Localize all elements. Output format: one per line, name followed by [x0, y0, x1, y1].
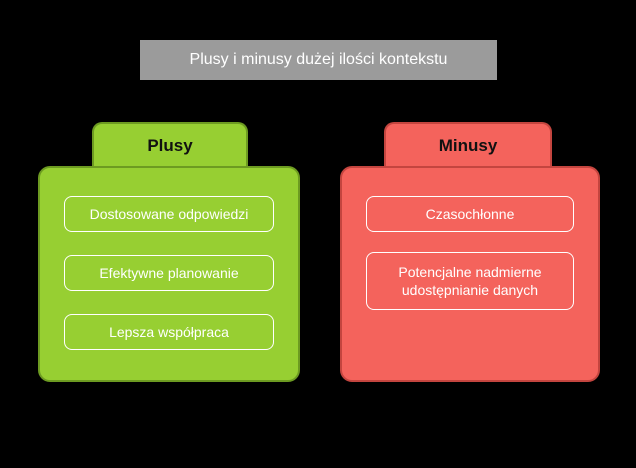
- list-item: Efektywne planowanie: [64, 255, 274, 291]
- list-item: Potencjalne nadmierne udostępnianie dany…: [366, 252, 574, 310]
- list-item: Lepsza współpraca: [64, 314, 274, 350]
- diagram-title: Plusy i minusy dużej ilości kontekstu: [140, 40, 497, 80]
- list-item: Dostosowane odpowiedzi: [64, 196, 274, 232]
- column-header-minusy: Minusy: [384, 122, 552, 168]
- column-panel-plusy: Dostosowane odpowiedzi Efektywne planowa…: [38, 166, 300, 382]
- list-item: Czasochłonne: [366, 196, 574, 232]
- diagram-title-text: Plusy i minusy dużej ilości kontekstu: [189, 51, 448, 68]
- column-header-plusy: Plusy: [92, 122, 248, 168]
- column-header-plusy-label: Plusy: [147, 136, 193, 155]
- column-header-minusy-label: Minusy: [438, 136, 498, 155]
- column-panel-minusy: Czasochłonne Potencjalne nadmierne udost…: [340, 166, 600, 382]
